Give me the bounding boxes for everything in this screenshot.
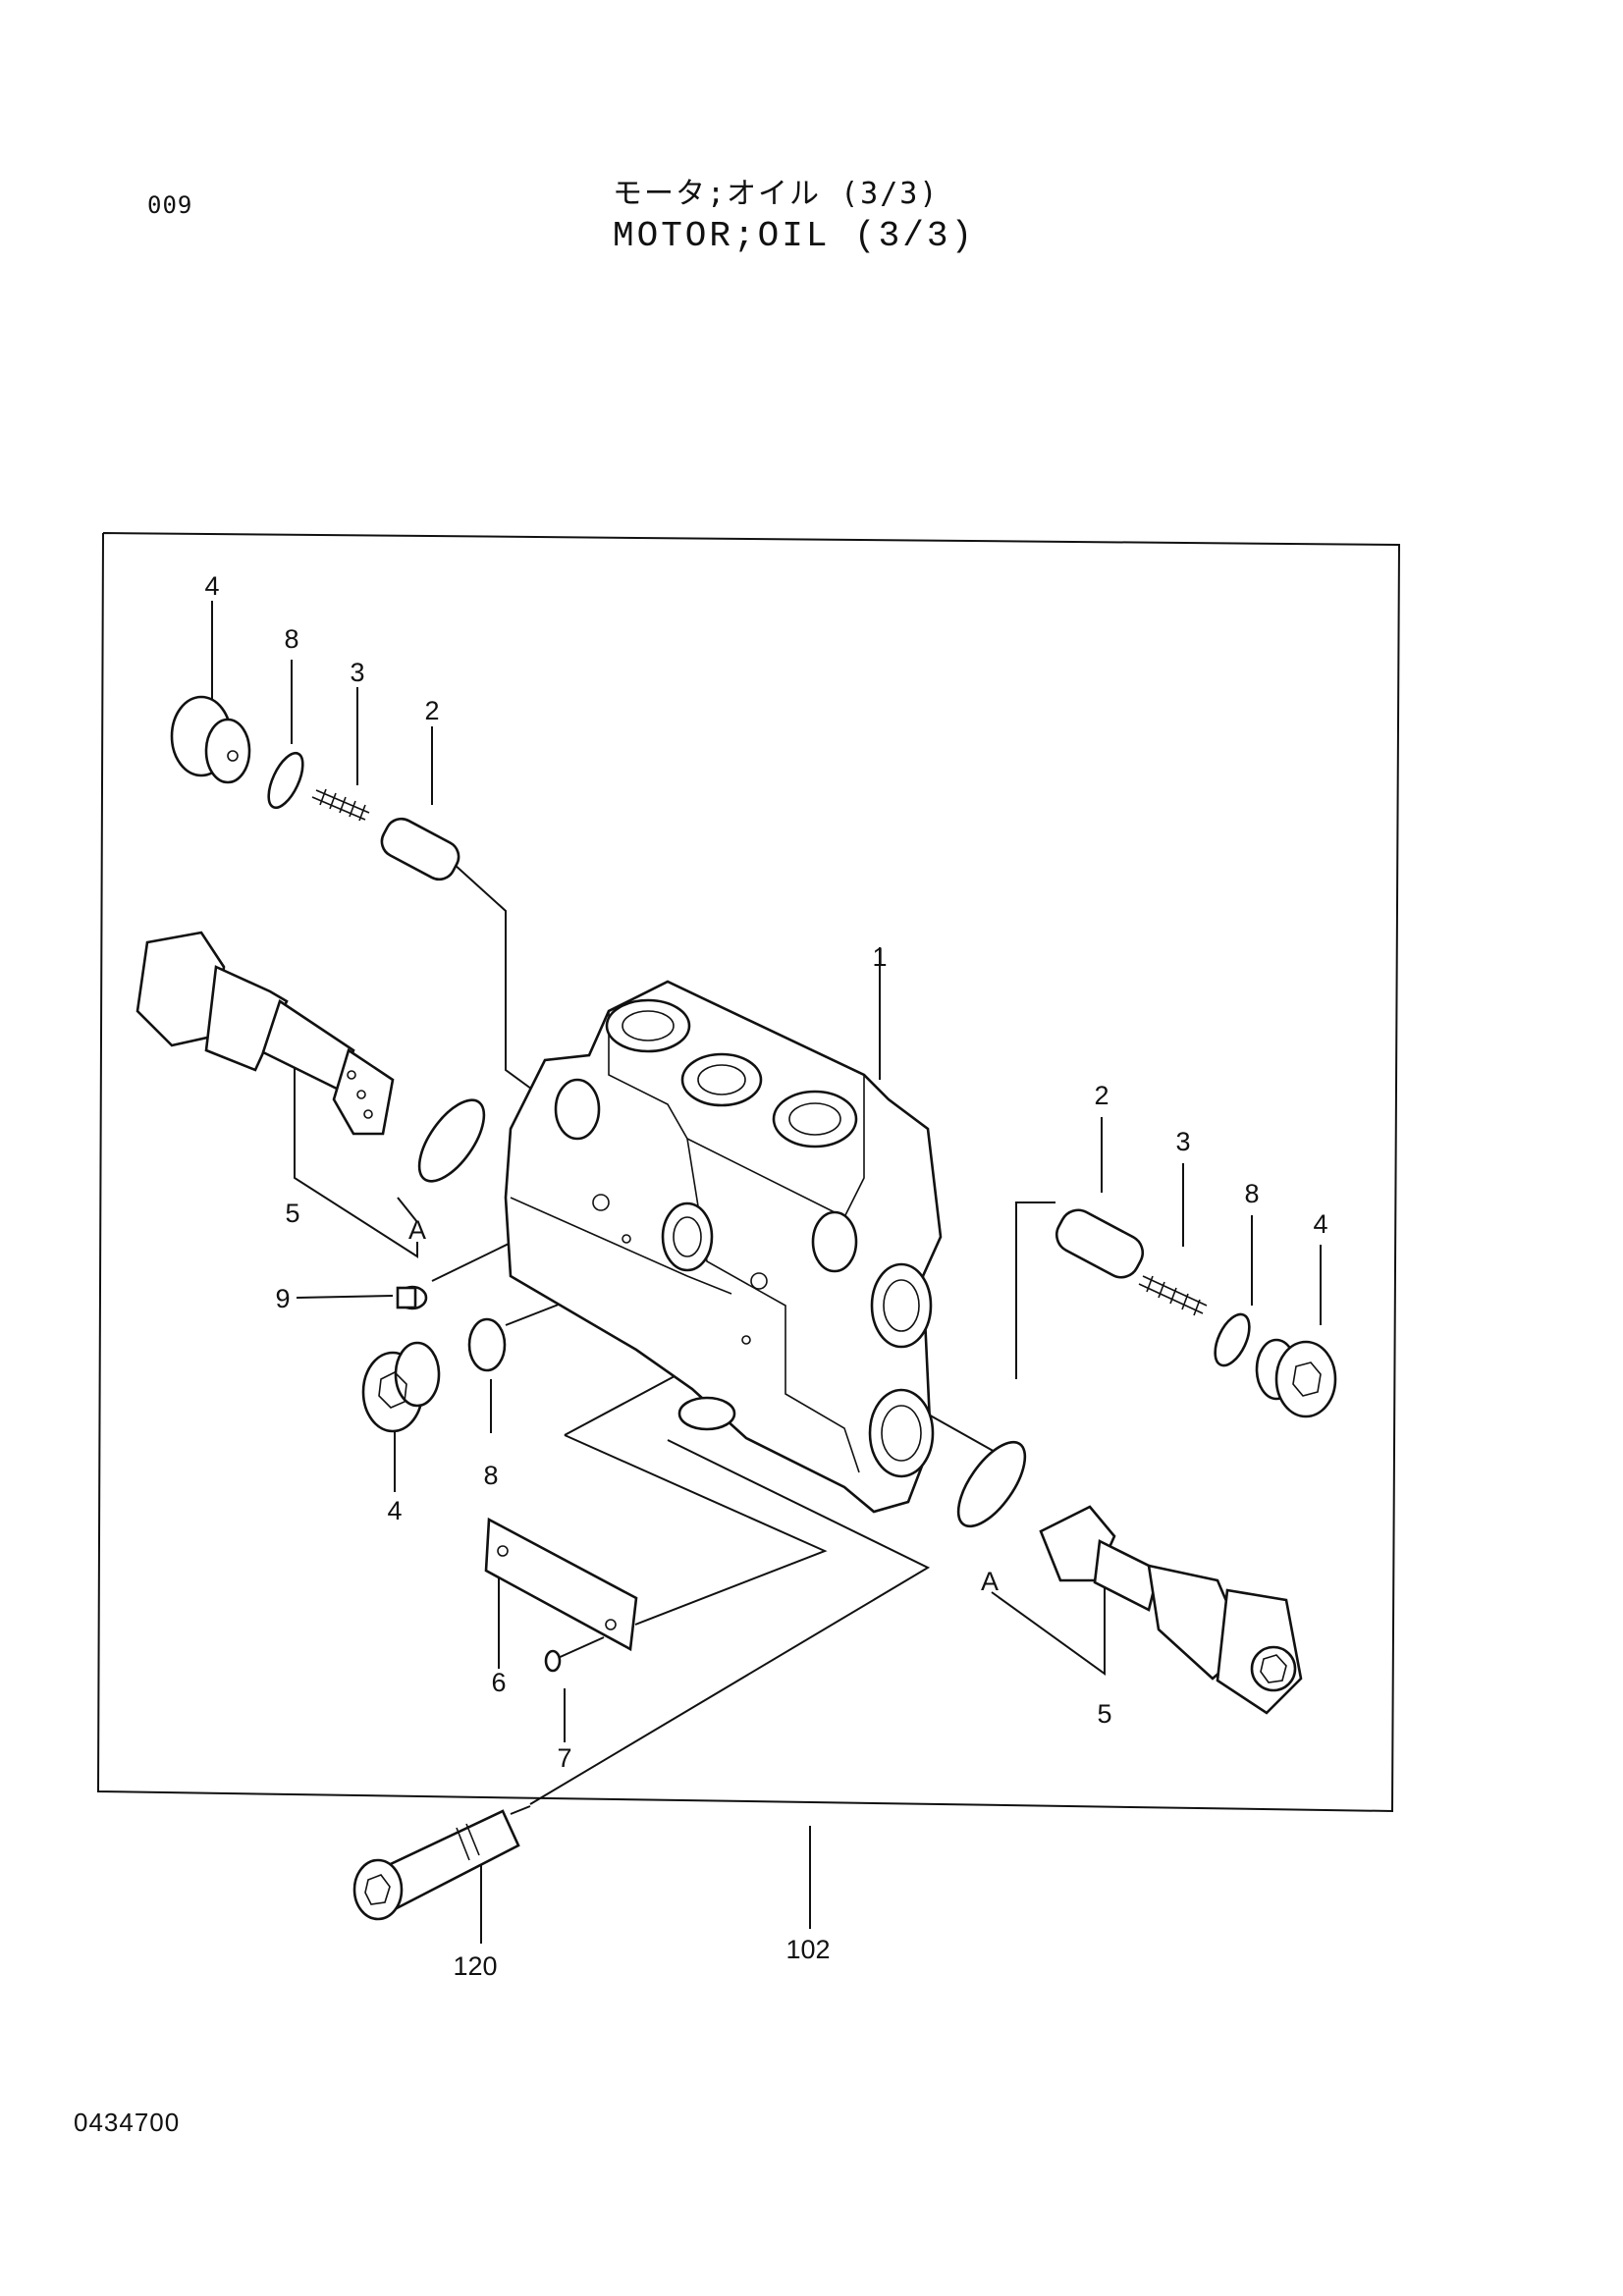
callout-plate: 6 [491, 1668, 506, 1697]
callout-relief-right: 5 [1097, 1699, 1111, 1729]
page-number: 009 [147, 191, 193, 219]
title-japanese: モータ;オイル (3/3) [613, 177, 940, 211]
callout-plug-right: 4 [1313, 1209, 1327, 1239]
callout-spring-top: 3 [350, 658, 364, 687]
callout-assembly: 102 [785, 1935, 830, 1964]
callout-ref-left: A [408, 1215, 426, 1245]
socket-bolt [352, 1809, 520, 1921]
relief-valve-left [135, 931, 395, 1136]
callout-oring-top: 8 [284, 624, 298, 654]
callout-oring-lower: 8 [483, 1461, 498, 1490]
callout-spool-top: 2 [424, 696, 439, 725]
screw-plate [544, 1636, 605, 1673]
callout-ref-right: A [981, 1567, 999, 1596]
assembly-frame [96, 532, 1401, 1813]
spool-right [1055, 1208, 1145, 1279]
plug-lower [361, 1341, 441, 1433]
oring-top-left [267, 751, 304, 810]
callout-spool-right: 2 [1094, 1081, 1109, 1110]
callout-spring-right: 3 [1175, 1127, 1190, 1156]
title-english: MOTOR;OIL (3/3) [613, 216, 976, 256]
callout-plug-top: 4 [204, 571, 219, 601]
callout-bolt: 120 [453, 1951, 497, 1981]
spring-top-left [311, 788, 370, 822]
relief-valve-right [1039, 1505, 1303, 1715]
spool-top-left [380, 817, 460, 881]
oring-right-lower [956, 1440, 1027, 1528]
oring-lower [467, 1317, 507, 1372]
callout-plug-screw: 9 [275, 1284, 290, 1313]
plug-screw [396, 1285, 428, 1310]
callout-oring-right: 8 [1244, 1179, 1259, 1208]
callout-body: 1 [872, 942, 887, 972]
callout-screw-plate: 7 [557, 1743, 571, 1773]
oring-left [417, 1098, 486, 1183]
callout-plug-lower: 4 [387, 1496, 402, 1525]
spring-right [1138, 1275, 1208, 1316]
name-plate [484, 1517, 638, 1652]
document-code: 0434700 [74, 2108, 181, 2137]
oring-right [1214, 1312, 1251, 1367]
plug-top-left [170, 695, 251, 784]
plug-right [1255, 1338, 1337, 1418]
callout-relief-left: 5 [285, 1199, 299, 1228]
valve-body [504, 980, 943, 1514]
